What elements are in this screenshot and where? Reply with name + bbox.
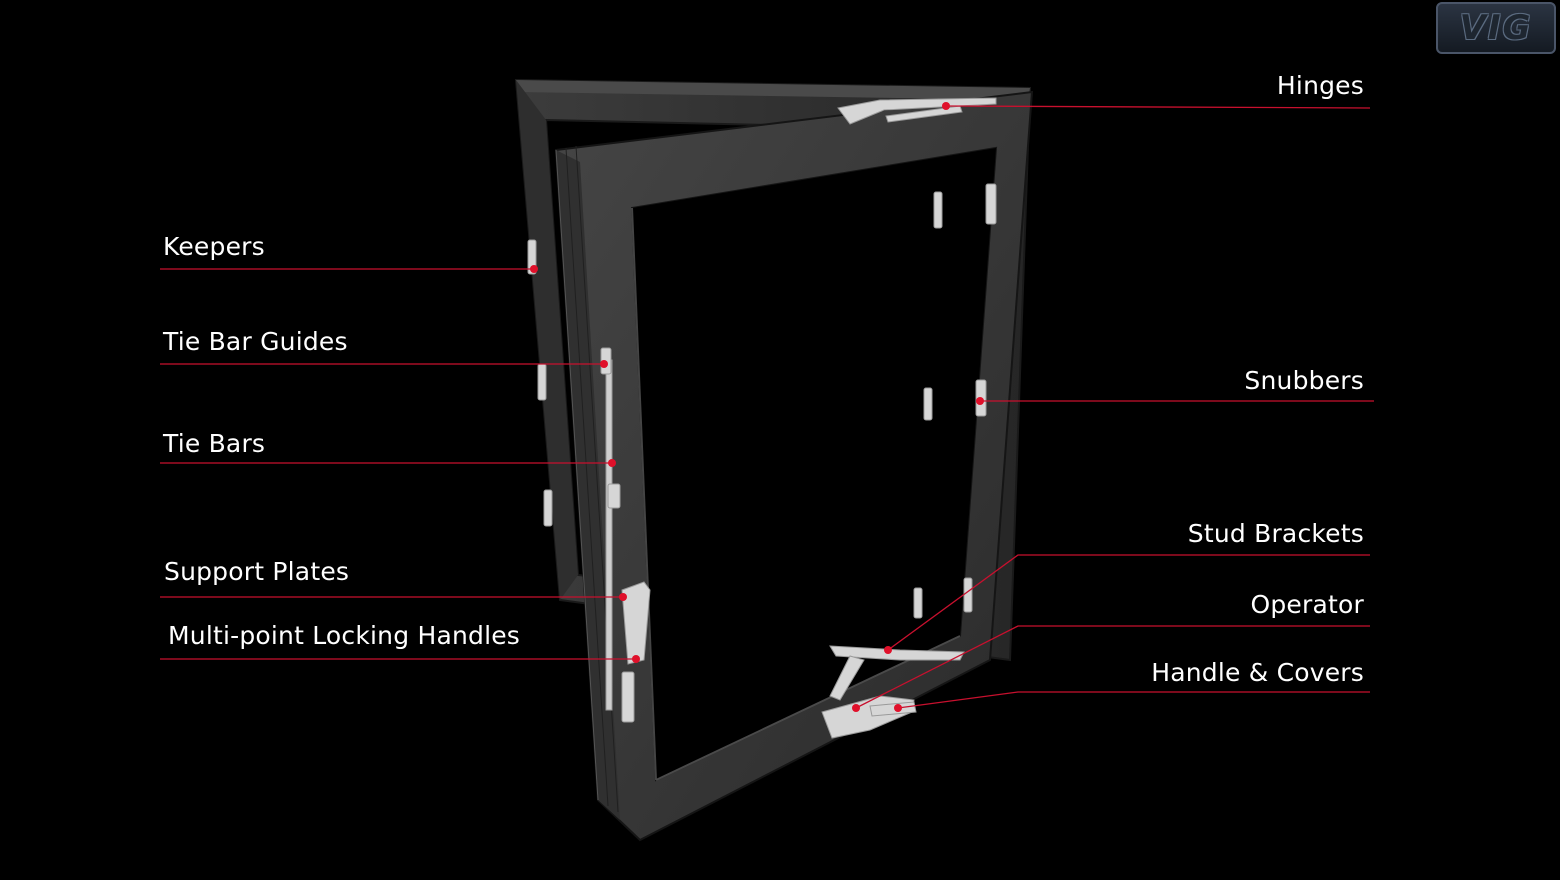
snubber bbox=[964, 578, 972, 612]
leader-line-handle-covers bbox=[898, 692, 1370, 708]
point-handle-covers bbox=[894, 704, 902, 712]
label-stud-brackets: Stud Brackets bbox=[1188, 519, 1364, 549]
point-multi-point-locking-handles bbox=[632, 655, 640, 663]
point-stud-brackets bbox=[884, 646, 892, 654]
label-hinges: Hinges bbox=[1277, 71, 1364, 101]
tie-bar-guide bbox=[608, 484, 620, 508]
point-tie-bars bbox=[608, 459, 616, 467]
tie-bar bbox=[606, 360, 612, 710]
label-tie-bars: Tie Bars bbox=[163, 429, 265, 459]
point-support-plates bbox=[619, 593, 627, 601]
point-hinges bbox=[942, 102, 950, 110]
label-snubbers: Snubbers bbox=[1244, 366, 1364, 396]
snubber bbox=[914, 588, 922, 618]
snubber bbox=[924, 388, 932, 420]
point-tie-bar-guides bbox=[600, 360, 608, 368]
keeper bbox=[544, 490, 552, 526]
point-snubbers bbox=[976, 397, 984, 405]
label-handle-covers: Handle & Covers bbox=[1151, 658, 1364, 688]
label-support-plates: Support Plates bbox=[164, 557, 349, 587]
snubber bbox=[986, 184, 996, 224]
logo-text: VIG bbox=[1438, 4, 1554, 52]
snubber bbox=[934, 192, 942, 228]
keeper bbox=[538, 364, 546, 400]
label-keepers: Keepers bbox=[163, 232, 265, 262]
label-multi-point-locking-handles: Multi-point Locking Handles bbox=[168, 621, 520, 651]
label-operator: Operator bbox=[1250, 590, 1364, 620]
label-tie-bar-guides: Tie Bar Guides bbox=[163, 327, 348, 357]
tie-bar-guide bbox=[622, 672, 634, 722]
sash bbox=[556, 92, 1032, 840]
point-operator bbox=[852, 704, 860, 712]
vig-logo: VIG bbox=[1436, 2, 1556, 54]
point-keepers bbox=[530, 265, 538, 273]
